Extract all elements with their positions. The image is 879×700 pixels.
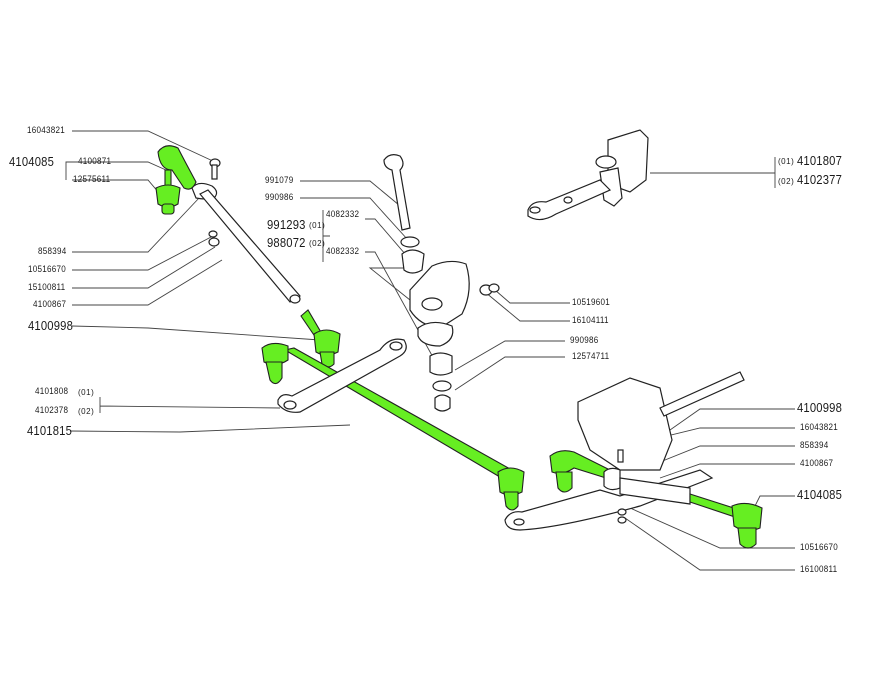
tie-rod-end-center	[300, 309, 341, 368]
part-label: 12575611	[73, 174, 111, 185]
part-label: 10516670	[800, 542, 838, 553]
part-label: 16100811	[800, 564, 838, 575]
tie-rod-end-left-top	[155, 145, 197, 215]
variant-label: (01)	[309, 221, 326, 230]
part-label: 16104111	[572, 315, 609, 326]
part-label: 16043821	[27, 125, 65, 136]
variant-label: (02)	[309, 239, 326, 248]
part-label: 4082332	[326, 209, 360, 220]
part-label-group: 991293	[267, 218, 306, 232]
leader-lines-center	[300, 180, 570, 391]
part-label: 16043821	[800, 422, 838, 433]
part-label: 10516670	[28, 264, 66, 275]
leader-lines-left	[65, 130, 351, 433]
leader-lines-right	[609, 157, 795, 571]
part-label: 10519601	[572, 297, 610, 308]
part-label: 4100867	[33, 299, 67, 310]
part-label: 990986	[570, 335, 599, 346]
part-label-group: 4100998	[28, 319, 74, 333]
adjuster-sleeve-tube	[191, 182, 301, 304]
variant-label: (02)	[778, 177, 795, 186]
washers-left	[208, 230, 220, 247]
idler-bracket-assembly	[383, 154, 500, 412]
idler-arm	[277, 338, 407, 413]
part-label-group: 4104085	[9, 155, 55, 169]
pitman-arm-assembly	[527, 129, 649, 221]
part-label: 15100811	[28, 282, 66, 293]
variant-label: (01)	[78, 388, 95, 397]
part-label: 991079	[265, 175, 294, 186]
tie-rod-end-right	[549, 450, 763, 549]
part-label-group: 4104085	[797, 488, 843, 502]
bolt-small	[209, 158, 221, 180]
part-label: 12574711	[572, 351, 610, 362]
part-label-group: 4101807	[797, 154, 843, 168]
part-label: 4100867	[800, 458, 834, 469]
part-label: 4082332	[326, 246, 360, 257]
part-label: 858394	[38, 246, 67, 257]
part-label-group: 4101815	[27, 424, 73, 438]
part-label-group: 988072	[267, 236, 306, 250]
part-label: 4102378	[35, 405, 69, 416]
part-label: 4101808	[35, 386, 69, 397]
variant-label: (01)	[778, 157, 795, 166]
part-label: 990986	[265, 192, 294, 203]
part-label-group: 4100998	[797, 401, 843, 415]
part-label: 858394	[800, 440, 829, 451]
part-label: 4100871	[78, 156, 112, 167]
variant-label: (02)	[78, 407, 95, 416]
part-label-group: 4102377	[797, 173, 843, 187]
